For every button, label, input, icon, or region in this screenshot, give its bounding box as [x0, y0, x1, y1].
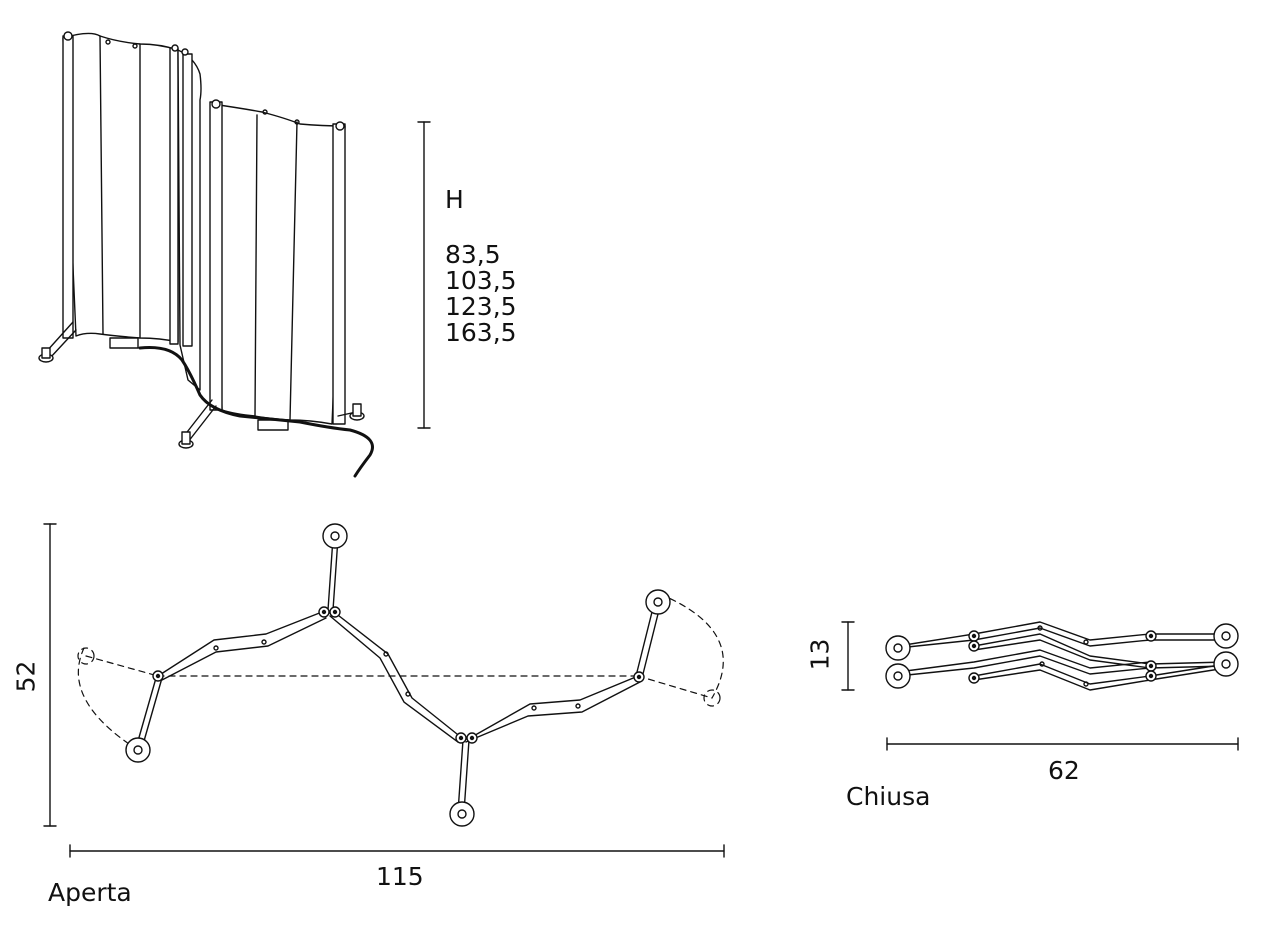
open-plan-view [43, 523, 725, 858]
height-value-1: 83,5 [445, 240, 501, 269]
height-value-3: 123,5 [445, 292, 517, 321]
dashed-alternate-position [77, 593, 724, 751]
back-panel [62, 31, 179, 345]
feet [38, 321, 365, 449]
closed-linkage [885, 621, 1239, 691]
height-value-2: 103,5 [445, 266, 517, 295]
open-depth-label: 52 [11, 660, 41, 693]
power-cable [138, 346, 374, 478]
closed-caption: Chiusa [846, 782, 931, 811]
height-dimension-line [417, 121, 431, 429]
closed-depth-label: 13 [805, 638, 835, 671]
open-caption: Aperta [48, 878, 132, 907]
closed-width-label: 62 [1048, 756, 1080, 785]
front-panel [209, 99, 346, 425]
closed-plan-view [841, 621, 1239, 751]
height-value-4: 163,5 [445, 318, 517, 347]
fold-connector [177, 48, 202, 391]
screen-perspective-view [38, 31, 374, 478]
height-heading: H [445, 185, 464, 214]
open-width-label: 115 [376, 862, 424, 891]
open-linkage [125, 523, 671, 827]
